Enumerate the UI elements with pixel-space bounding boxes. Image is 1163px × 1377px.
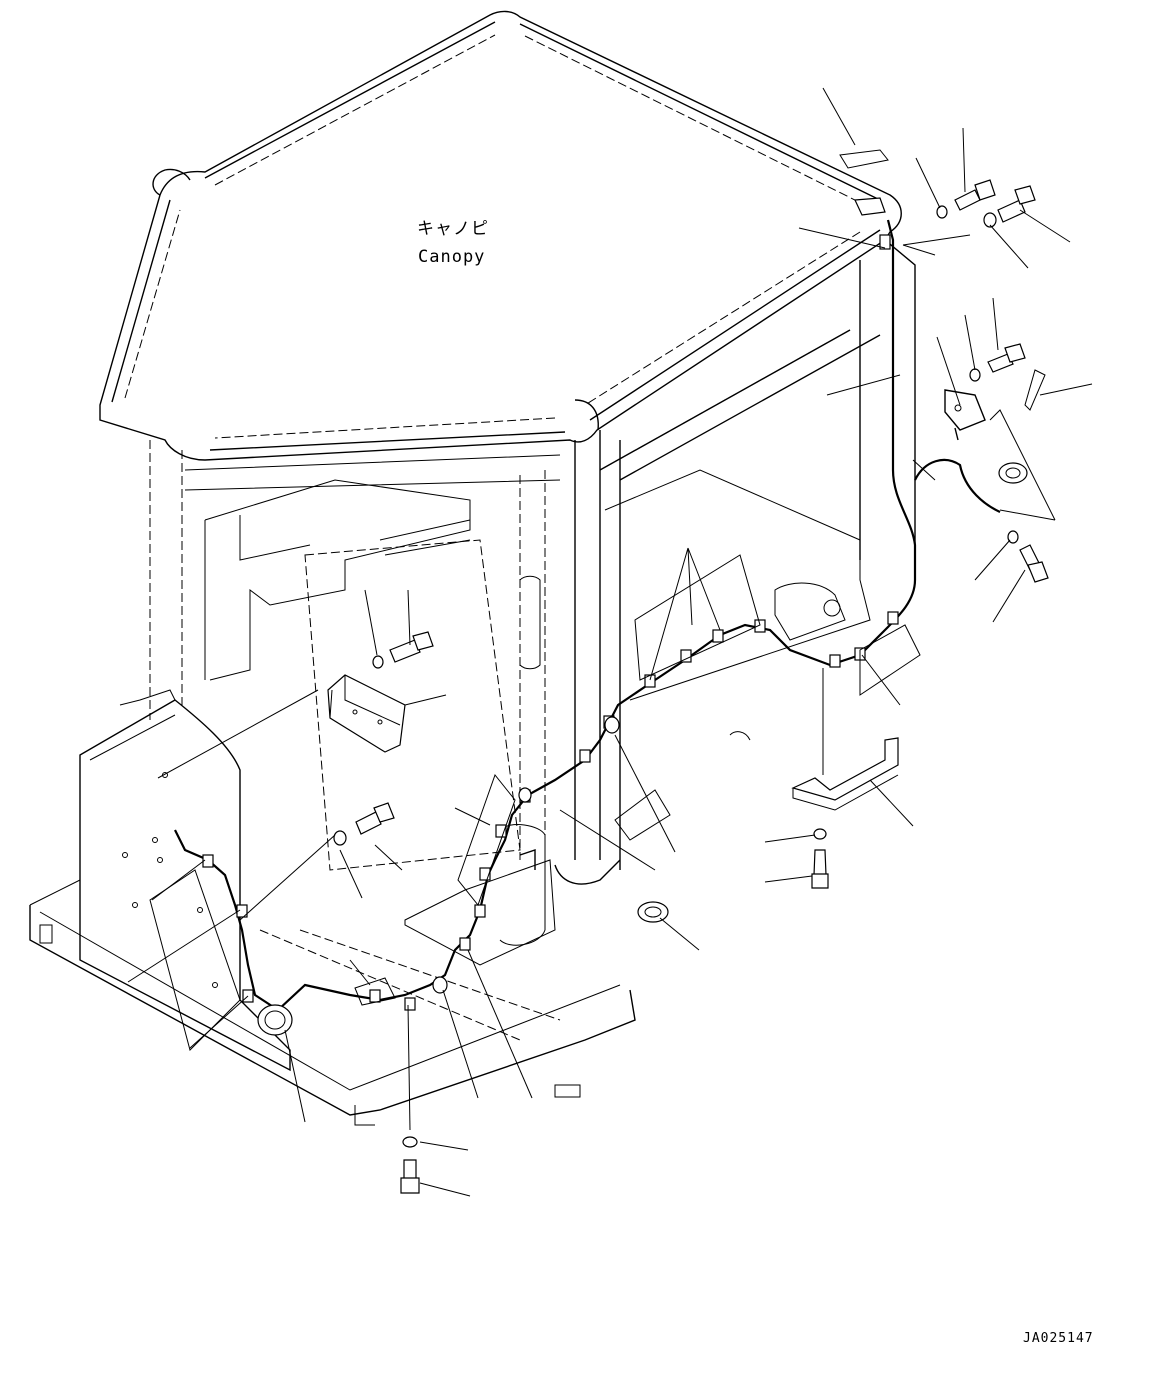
- controller-unit: [327, 674, 406, 753]
- canopy-frame: [149, 239, 916, 885]
- right-side-panel: [604, 469, 871, 741]
- center-console-panel: [404, 824, 556, 966]
- protective-sheets: [149, 149, 1046, 1051]
- drawing-code: JA025147: [1023, 1331, 1094, 1346]
- floor-frame: [29, 879, 636, 1126]
- leader-lines: [127, 87, 1093, 1197]
- harness-clamps: [202, 197, 899, 1011]
- rear-lamp: [257, 1004, 293, 1036]
- canopy-label-en: Canopy: [418, 247, 485, 267]
- left-floor-cover: [79, 689, 291, 1072]
- wiring-harness: [174, 219, 1001, 1012]
- canopy-roof: [99, 10, 902, 461]
- upper-right-lamp: [944, 389, 1028, 484]
- rear-panel: [204, 479, 521, 871]
- fasteners: [333, 179, 1049, 1194]
- grommet: [637, 901, 669, 923]
- canopy-label-jp: キャノピ: [417, 219, 489, 239]
- mounting-bracket: [791, 737, 899, 811]
